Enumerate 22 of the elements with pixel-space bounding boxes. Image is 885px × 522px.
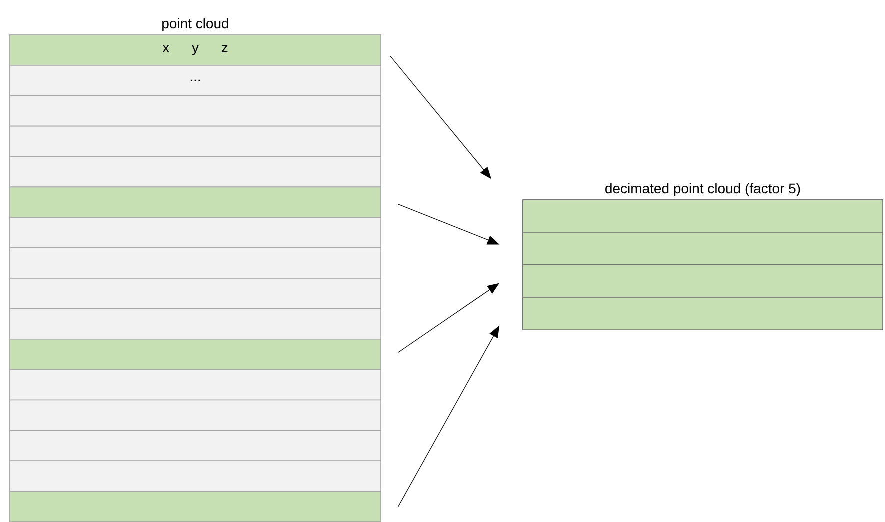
table-row	[10, 308, 382, 340]
table-row	[10, 186, 382, 218]
table-row	[10, 156, 382, 188]
table-row	[10, 95, 382, 127]
table-heading: decimated point cloud (factor 5)	[606, 183, 800, 196]
table-row	[522, 232, 884, 266]
table-row	[10, 430, 382, 462]
table-heading: point cloud	[162, 18, 228, 32]
table-row	[10, 278, 382, 310]
table-row	[522, 297, 884, 330]
table-row: ...	[10, 65, 382, 96]
table-row	[10, 338, 382, 370]
table-row: x y z	[10, 34, 382, 66]
table-row	[10, 369, 382, 401]
table-row	[10, 491, 382, 522]
table-row	[10, 126, 382, 158]
table-row	[522, 264, 884, 298]
table-row	[10, 248, 382, 279]
table-row	[10, 460, 382, 492]
table-row	[10, 400, 382, 432]
table-row	[10, 217, 382, 248]
table-row	[522, 200, 884, 233]
